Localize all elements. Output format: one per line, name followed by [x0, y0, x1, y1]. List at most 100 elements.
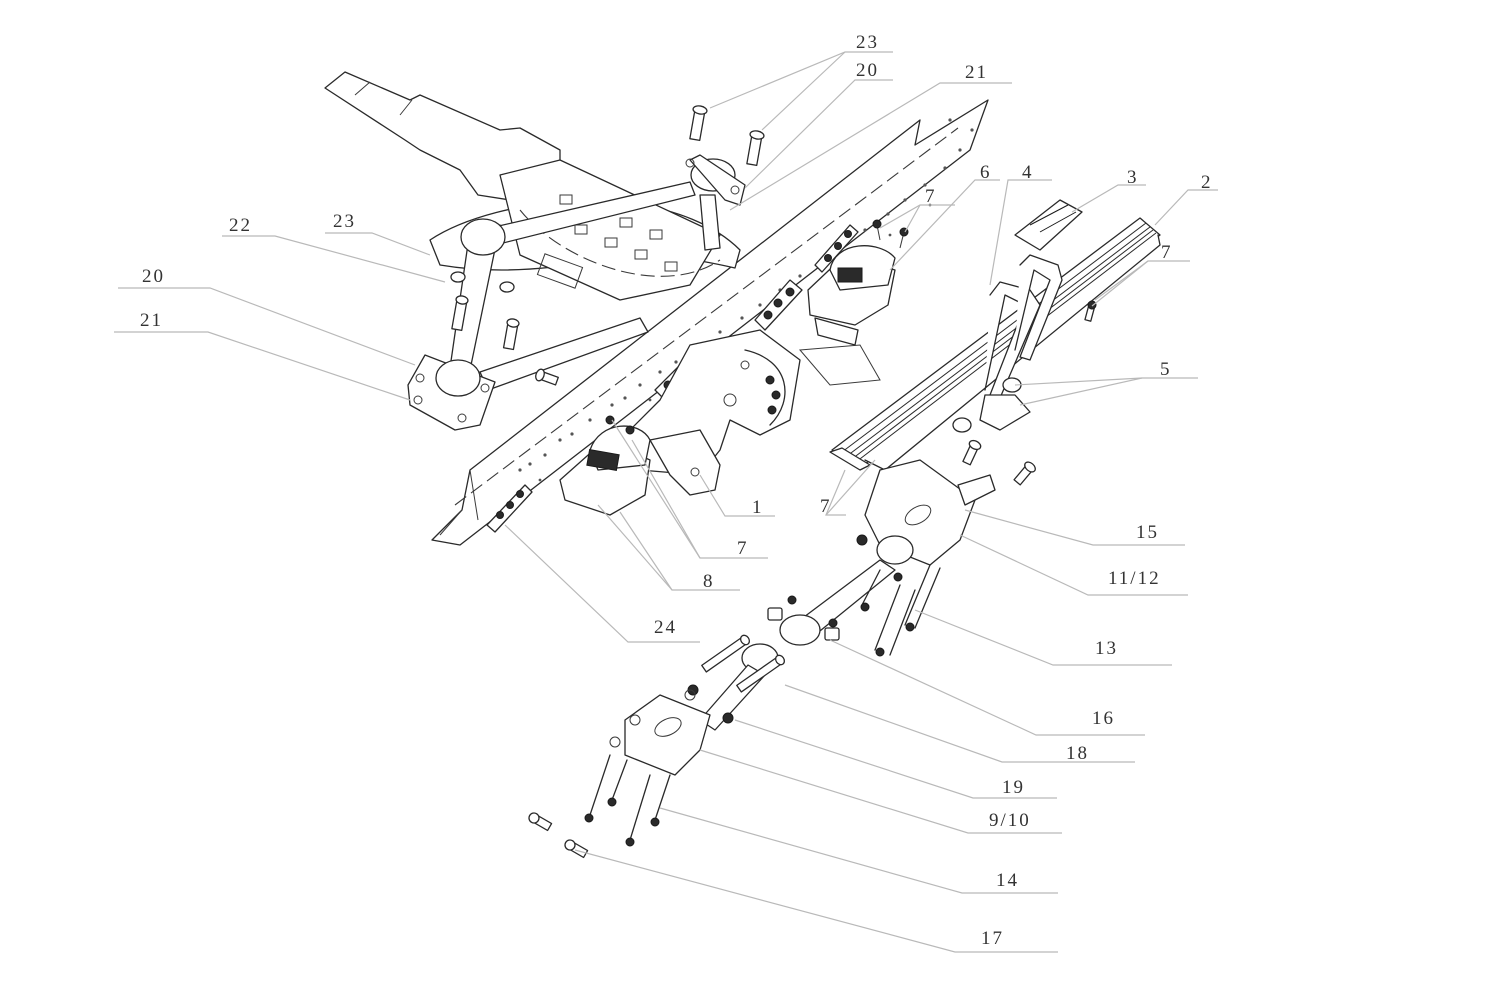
axle-shaft-step	[354, 81, 413, 116]
callout-1: 1	[752, 497, 764, 518]
bracket-hole	[629, 714, 641, 726]
leader-16	[829, 639, 1145, 736]
callout-7-upper-right: 7	[1161, 242, 1173, 263]
leader-7-upper-right-b	[1094, 260, 1149, 301]
clamp-hole	[457, 413, 467, 423]
leader-5-b	[1019, 377, 1143, 406]
bolt-icon	[611, 759, 628, 801]
bolt-icon	[689, 105, 708, 142]
frame-rail	[431, 99, 989, 546]
callout-3: 3	[1127, 167, 1139, 188]
bolt-icon	[861, 569, 881, 606]
bolt-head	[625, 837, 635, 847]
bracket-hole	[609, 736, 621, 748]
rivet-cluster	[486, 484, 533, 533]
callout-14: 14	[996, 870, 1019, 891]
bolt-icon	[535, 368, 559, 386]
leader-2	[1154, 189, 1218, 226]
leader-19	[734, 719, 1057, 799]
callout-labels: 23 20 21 22 23 20 21 6 4 3 2 7 7 5 1 7 7…	[140, 32, 1211, 949]
bump-stop-upper	[807, 219, 909, 346]
nut-icon	[625, 425, 635, 435]
clamp-hole	[685, 158, 695, 168]
leader-18	[784, 684, 1135, 763]
bump-stop-shim	[814, 317, 859, 346]
leader-23-left	[325, 232, 431, 256]
leader-9-10	[699, 749, 1062, 834]
leader-1	[699, 474, 775, 517]
spring-pin-icon	[979, 394, 1031, 431]
bolt-shank	[914, 567, 941, 629]
leader-24	[504, 524, 700, 643]
nut-icon	[450, 271, 466, 283]
callout-18: 18	[1066, 743, 1089, 764]
leader-7-lower-b	[611, 419, 701, 559]
callout-17: 17	[981, 928, 1004, 949]
leader-11-12	[959, 534, 1188, 596]
leaf-layer	[842, 226, 1151, 460]
bump-stop-lower	[559, 415, 651, 516]
bracket-clamp-top	[689, 154, 746, 206]
bracket-ear	[957, 474, 996, 506]
spring-pad-icon	[1014, 199, 1083, 251]
crossmember-edge	[798, 344, 881, 386]
leader-8-b	[597, 504, 673, 591]
nut-icon	[893, 572, 903, 582]
callout-20-left: 20	[142, 266, 165, 287]
rivet-cluster	[754, 279, 803, 331]
callout-5: 5	[1160, 359, 1172, 380]
bolt-head	[650, 817, 660, 827]
nut-icon	[952, 417, 972, 433]
bolt-head	[860, 602, 870, 612]
bolt-icon	[874, 584, 901, 651]
frame-holes	[518, 118, 974, 482]
bracket-hole	[723, 393, 737, 407]
hanger-spring-seat	[744, 349, 786, 426]
u-bolts	[984, 254, 1063, 399]
rivet-cluster	[814, 224, 859, 273]
callout-19: 19	[1002, 777, 1025, 798]
torque-rod-ball-joint-lower	[435, 359, 481, 397]
bracket-hole	[684, 689, 696, 701]
leaf-layer	[851, 232, 1157, 466]
nut-icon	[787, 595, 797, 605]
leader-20-left	[118, 287, 416, 366]
bracket-slot	[904, 504, 932, 526]
bolt-head	[905, 622, 915, 632]
leader-22-left	[222, 235, 446, 283]
callout-22-left: 22	[229, 215, 252, 236]
callout-21-top: 21	[965, 62, 988, 83]
upper-torque-rod	[407, 154, 746, 431]
bolt-icon	[654, 774, 671, 821]
leader-21-top	[729, 82, 1012, 211]
callout-8: 8	[703, 571, 715, 592]
torque-rod-arm-right	[699, 194, 721, 251]
leader-7-bracket-b	[904, 204, 921, 233]
bolt-icon	[528, 812, 553, 832]
bolt-icon	[564, 839, 589, 859]
nut-icon	[722, 712, 734, 724]
leader-15	[964, 509, 1185, 546]
leader-20-top	[744, 79, 893, 189]
callout-7-lower: 7	[737, 538, 749, 559]
bolt-icon	[1084, 300, 1097, 322]
bushing-ear	[824, 627, 840, 641]
bolt-icon	[962, 439, 982, 466]
clamp-hole	[730, 185, 740, 195]
bolt-head	[607, 797, 617, 807]
callout-6: 6	[980, 162, 992, 183]
callout-7-bracket: 7	[925, 186, 937, 207]
callout-16: 16	[1092, 708, 1115, 729]
nut-icon	[872, 219, 882, 229]
leaf-layer	[847, 229, 1154, 463]
callout-15: 15	[1136, 522, 1159, 543]
torque-rod-bracket-lower	[624, 694, 711, 776]
callout-20-top: 20	[856, 60, 879, 81]
frame-hangers	[486, 224, 881, 533]
bump-stop-rubber	[837, 267, 863, 283]
bolt-icon	[589, 754, 611, 816]
lower-torque-rod-assembly	[528, 439, 1036, 859]
bolt-icon	[1013, 461, 1036, 486]
bolt-icon	[904, 564, 931, 626]
pad-rib	[1029, 204, 1069, 226]
